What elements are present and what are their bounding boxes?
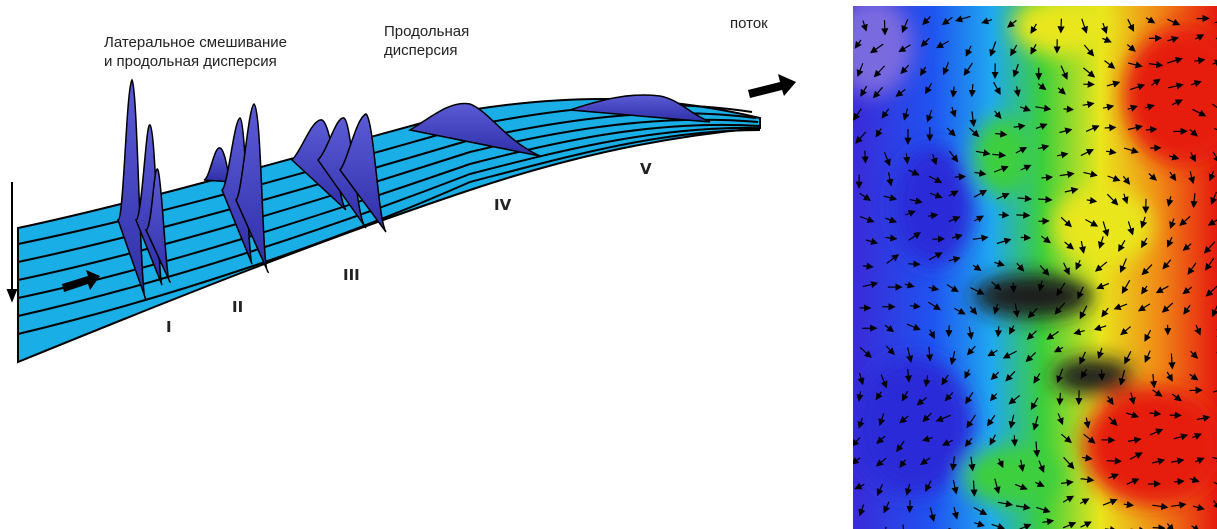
lateral-mixing-label: Латеральное смешивание и продольная дисп… [104, 33, 287, 71]
velocity-arrow [885, 20, 886, 34]
velocity-arrow [1105, 127, 1116, 128]
longitudinal-dispersion-label: Продольная дисперсия [384, 22, 469, 60]
velocity-arrow [955, 177, 965, 178]
dispersion-diagram: Латеральное смешивание и продольная дисп… [0, 0, 830, 529]
stage-label-5: V [640, 160, 652, 178]
velocity-arrow [1014, 435, 1015, 445]
velocity-arrow [1174, 481, 1184, 482]
velocity-arrow [1064, 109, 1073, 110]
flow-arrow-icon [748, 74, 796, 98]
velocity-arrow [1016, 215, 1029, 216]
velocity-arrow [1107, 461, 1121, 462]
velocity-arrow [1060, 393, 1061, 405]
velocity-arrow [1042, 177, 1052, 178]
velocity-arrow [908, 264, 919, 265]
velocity-arrow [1038, 221, 1048, 222]
velocity-arrow [998, 326, 999, 336]
river-channel-illustration [0, 0, 830, 529]
stage-label-4: IV [494, 196, 511, 214]
velocity-arrow [1021, 237, 1030, 238]
velocity-arrow [1153, 528, 1165, 529]
heatmap-canvas [853, 6, 1217, 529]
velocity-arrow [865, 151, 866, 163]
stage-label-2: II [232, 298, 243, 316]
velocity-arrow [1013, 283, 1014, 292]
flow-label: поток [730, 14, 768, 33]
vertical-arrow [8, 182, 16, 300]
velocity-arrow [999, 215, 1008, 216]
velocity-arrow [1102, 370, 1103, 380]
velocity-arrow [1061, 19, 1062, 33]
stage-label-3: III [343, 266, 360, 284]
velocity-arrow [910, 500, 911, 512]
velocity-field-heatmap [853, 6, 1217, 529]
velocity-arrow [949, 325, 950, 336]
stage-label-1: I [166, 318, 172, 336]
